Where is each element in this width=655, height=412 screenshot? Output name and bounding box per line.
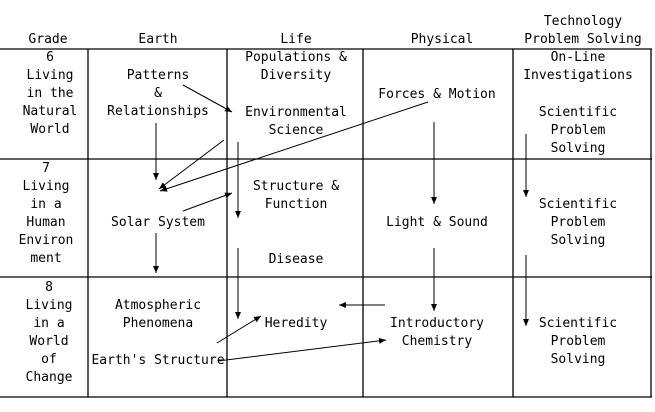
topic-atmospheric-phenomena: Atmospheric Phenomena [115,297,201,333]
topic-light-sound: Light & Sound [386,214,488,232]
header-technology-line2: Problem Solving [524,32,642,47]
topic-line: Phenomena [122,316,194,331]
topic-line: Light & Sound [386,215,488,230]
topic-line: Chemistry [401,334,473,349]
grade-8-cell: 8 Living in a World of Change [26,279,73,387]
grade-line: World [30,122,70,137]
topic-heredity: Heredity [265,315,328,333]
topic-line: Heredity [264,316,328,331]
topic-line: & [154,86,162,101]
grade-line: in the [26,86,74,101]
header-grade: Grade [28,32,68,47]
topic-line: Populations & [245,50,347,65]
grade-line: Environ [18,233,74,248]
topic-solar-system: Solar System [111,214,205,232]
topic-scientific-problem-solving-8: Scientific Problem Solving [539,315,617,369]
topic-line: Scientific [538,105,618,120]
arrow-patterns-to-environmental [182,84,233,113]
grade-line: World [29,334,69,349]
topic-line: Problem [550,215,606,230]
connection-arrows [153,84,529,362]
topic-line: Diversity [260,68,332,83]
topic-line: Introductory [390,316,484,331]
topic-introductory-chemistry: Introductory Chemistry [390,315,484,351]
grade-line: of [41,352,57,367]
topic-line: Problem [550,123,606,138]
topic-line: Earth's Structure [91,353,225,368]
topic-line: Solving [550,233,606,248]
arrow-earthstructure-to-chemistry [217,337,387,362]
header-technology: Technology Problem Solving [524,13,641,49]
topic-environmental-science: Environmental Science [245,104,347,140]
topic-line: Environmental [245,105,347,120]
grade-line: Living [22,179,70,194]
grade-line: Natural [22,104,78,119]
topic-line: Structure & [252,179,340,194]
topic-line: Problem [550,334,606,349]
topic-line: Science [268,123,324,138]
topic-line: On-Line [550,50,606,65]
arrow-forces-to-earth7 [159,101,429,192]
header-earth: Earth [138,32,178,47]
topic-online-investigations: On-Line Investigations [523,49,633,85]
grade-line: ment [30,251,62,266]
arrow-environmental-to-earth7 [158,139,225,190]
grade-line: in a [33,316,65,331]
grade-6-cell: 6 Living in the Natural World [23,49,78,139]
topic-line: Disease [268,252,324,267]
topic-line: Scientific [538,197,618,212]
grade-number: 6 [46,50,54,65]
topic-populations-diversity: Populations & Diversity [245,49,347,85]
topic-line: Investigations [523,68,633,83]
topic-disease: Disease [269,251,324,269]
topic-line: Patterns [126,68,190,83]
grade-7-cell: 7 Living in a Human Environ ment [19,160,74,268]
grade-line: in a [30,197,62,212]
grade-number: 8 [45,280,53,295]
header-physical: Physical [410,32,474,47]
topic-structure-function: Structure & Function [253,178,339,214]
topic-forces-motion: Forces & Motion [378,86,495,104]
topic-line: Solar System [111,215,205,230]
grade-number: 7 [42,161,50,176]
arrow-earthstructure-to-heredity [216,315,262,344]
grade-line: Human [26,215,66,230]
header-technology-line1: Technology [543,14,623,29]
grade-line: Living [26,68,74,83]
header-life: Life [280,32,312,47]
topic-line: Function [264,197,328,212]
grade-line: Living [25,298,73,313]
topic-line: Forces & Motion [378,87,496,102]
topic-line: Scientific [538,316,618,331]
topic-scientific-problem-solving-6: Scientific Problem Solving [539,104,617,158]
arrow-earth7-to-structure [182,192,233,212]
topic-line: Relationships [107,104,209,119]
topic-patterns-relationships: Patterns & Relationships [107,67,209,121]
topic-earths-structure: Earth's Structure [91,352,224,370]
topic-line: Solving [550,141,606,156]
topic-scientific-problem-solving-7: Scientific Problem Solving [539,196,617,250]
grade-line: Change [25,370,73,385]
topic-line: Solving [550,352,606,367]
topic-line: Atmospheric [114,298,202,313]
